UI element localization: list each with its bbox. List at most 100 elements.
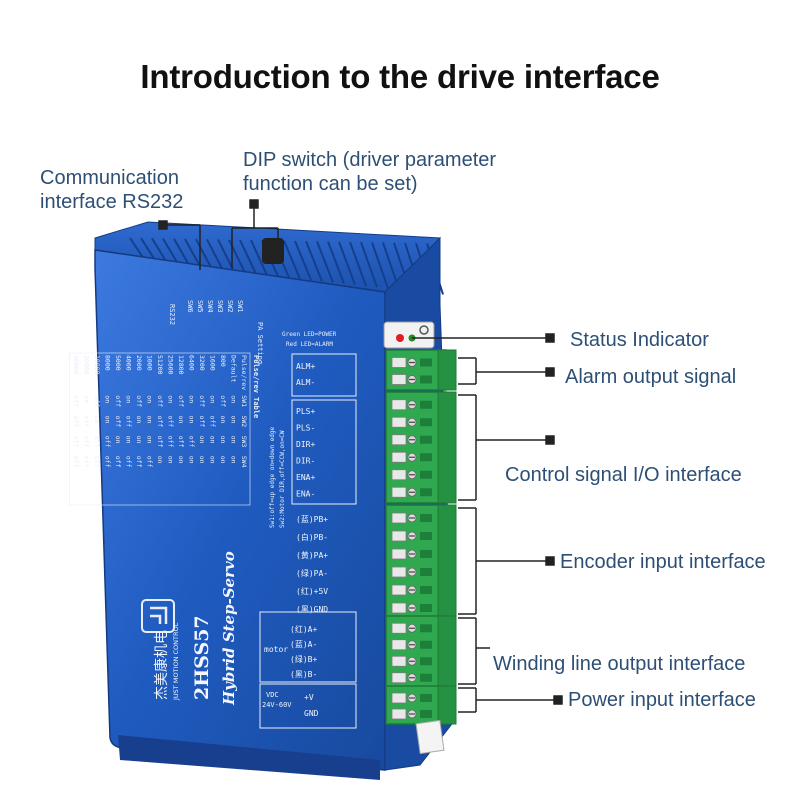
table-cell: 40000 — [72, 355, 80, 375]
model-number: 2HSS57 — [191, 615, 213, 700]
table-header-cell: SW3 — [240, 436, 248, 448]
control-pin-label: ENA- — [296, 490, 315, 499]
led-red-label: Red LED=ALARM — [286, 341, 333, 348]
table-cell: off — [219, 395, 227, 407]
table-cell: off — [93, 395, 101, 407]
table-cell: on — [93, 415, 101, 423]
motor-pin-label: (绿)B+ — [290, 655, 317, 664]
table-cell: off — [156, 415, 164, 427]
sw-note-2: Sw2:Motor DIR,off=CCW,on=CW — [279, 430, 286, 528]
motor-terminal-block[interactable] — [385, 615, 457, 689]
terminal-screw[interactable] — [391, 602, 407, 614]
callout-encoder-input: Encoder input interface — [560, 551, 766, 573]
alarm-pin-label: ALM- — [296, 378, 315, 387]
motor-pin-label: (红)A+ — [290, 624, 317, 634]
table-cell: on — [146, 395, 154, 403]
terminal-screw[interactable] — [391, 708, 407, 720]
terminal-screw[interactable] — [391, 639, 407, 651]
terminal-screw[interactable] — [391, 512, 407, 524]
terminal-screw[interactable] — [391, 357, 407, 368]
table-header-cell: SW4 — [240, 456, 248, 468]
table-header-cell: Pulse/rev — [240, 355, 248, 390]
leader-lines — [158, 199, 563, 713]
table-cell: on — [230, 436, 238, 444]
power-terminal-block[interactable] — [385, 685, 457, 725]
table-cell: off — [83, 436, 91, 448]
motor-pin-label: (蓝)A- — [290, 639, 317, 649]
terminal-screw[interactable] — [391, 655, 407, 667]
dip-label: SW1 — [236, 300, 244, 313]
vdc-range: 24V-60V — [262, 701, 292, 709]
table-cell: off — [93, 436, 101, 448]
table-cell: off — [146, 456, 154, 468]
terminal-screw[interactable] — [391, 399, 407, 411]
table-cell: off — [167, 436, 175, 448]
table-cell: Default — [230, 355, 238, 382]
terminal-screw[interactable] — [391, 548, 407, 560]
alarm-terminal-block[interactable] — [385, 349, 457, 391]
callout-alarm-output: Alarm output signal — [565, 366, 737, 388]
terminal-screw[interactable] — [391, 584, 407, 596]
table-cell: on — [167, 456, 175, 464]
terminal-screw[interactable] — [391, 622, 407, 634]
terminal-screw[interactable] — [391, 469, 407, 481]
table-cell: off — [104, 456, 112, 468]
terminal-screw[interactable] — [391, 374, 407, 385]
table-cell: on — [177, 456, 185, 464]
control-pin-label: PLS+ — [296, 407, 315, 416]
table-cell: on — [209, 456, 217, 464]
power-label-box — [259, 683, 357, 729]
encoder-terminal-block[interactable] — [385, 504, 457, 620]
table-cell: on — [114, 436, 122, 444]
terminal-screw[interactable] — [391, 486, 407, 498]
terminal-screw[interactable] — [391, 566, 407, 578]
table-cell: 6400 — [188, 355, 196, 371]
table-cell: on — [219, 415, 227, 423]
table-cell: on — [125, 436, 133, 444]
table-cell: on — [83, 395, 91, 403]
control-terminal-block[interactable] — [385, 391, 457, 504]
power-pin-label: +V — [304, 693, 314, 702]
dip-label: SW4 — [206, 300, 214, 313]
table-cell: off — [167, 415, 175, 427]
table-cell: 20000 — [83, 355, 91, 375]
table-cell: on — [188, 415, 196, 423]
alarm-pin-label: ALM+ — [296, 362, 315, 371]
table-cell: 12800 — [177, 355, 185, 375]
table-cell: on — [146, 415, 154, 423]
table-cell: on — [188, 456, 196, 464]
alarm-led-icon — [396, 334, 404, 342]
table-cell: on — [230, 415, 238, 423]
table-cell: off — [156, 395, 164, 407]
terminal-screw[interactable] — [391, 672, 407, 684]
pulse-rev-table: Pulse/rev TablePulse/revSW1SW2SW3SW4Defa… — [69, 352, 260, 506]
table-cell: off — [198, 395, 206, 407]
terminal-screw[interactable] — [391, 451, 407, 463]
table-cell: 3200 — [198, 355, 206, 371]
table-cell: on — [104, 395, 112, 403]
alarm-label-box — [291, 353, 357, 397]
terminal-screw[interactable] — [391, 530, 407, 542]
table-cell: 1600 — [209, 355, 217, 371]
table-cell: off — [93, 456, 101, 468]
control-pin-label: DIR+ — [296, 440, 315, 449]
motor-label: motor — [264, 645, 288, 654]
table-cell: off — [114, 395, 122, 407]
dip-switch-knob[interactable] — [262, 238, 284, 264]
brand-cn: 杰美康机电 — [153, 630, 170, 700]
table-cell: on — [146, 436, 154, 444]
table-cell: off — [188, 436, 196, 448]
terminal-screw[interactable] — [391, 692, 407, 704]
table-cell: off — [198, 415, 206, 427]
brand-en: JUST MOTION CONTROL — [172, 622, 180, 701]
terminal-screw[interactable] — [391, 434, 407, 446]
rs232-label: RS232 — [168, 304, 176, 325]
table-cell: on — [104, 415, 112, 423]
control-pin-label: PLS- — [296, 424, 315, 433]
vdc-label: VDC — [266, 691, 279, 699]
table-cell: 800 — [219, 355, 227, 367]
table-cell: 5000 — [114, 355, 122, 371]
table-cell: on — [125, 395, 133, 403]
terminal-screw[interactable] — [391, 416, 407, 428]
table-cell: on — [198, 456, 206, 464]
